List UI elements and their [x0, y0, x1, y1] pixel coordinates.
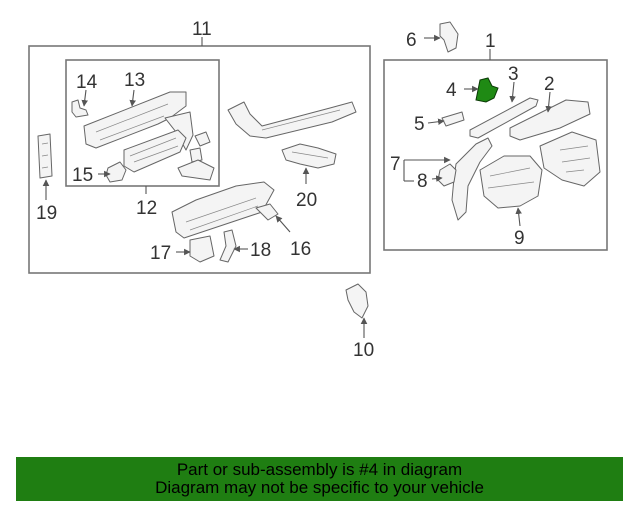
part-17-bracket[interactable] [189, 235, 215, 263]
callout-11: 11 [192, 19, 212, 40]
callout-18: 18 [250, 240, 271, 261]
group-box-12 [65, 59, 220, 187]
leader-lines [42, 34, 552, 338]
callout-16: 16 [290, 239, 311, 260]
callout-4: 4 [446, 80, 457, 101]
callout-6: 6 [406, 30, 417, 51]
part-16-side-member[interactable] [171, 181, 279, 239]
banner-line-2: Diagram may not be specific to your vehi… [155, 478, 484, 497]
callout-17: 17 [150, 243, 171, 264]
part-10-bracket[interactable] [345, 283, 369, 319]
callout-13: 13 [124, 70, 145, 91]
info-banner: Part or sub-assembly is #4 in diagram Di… [16, 457, 623, 501]
callout-7: 7 [390, 154, 401, 175]
part-3-brace[interactable] [469, 97, 539, 139]
part-2-apron[interactable] [509, 99, 601, 187]
part-7-reinforcement[interactable] [451, 137, 493, 221]
callout-1: 1 [485, 31, 496, 52]
callout-20: 20 [296, 190, 317, 211]
banner-line-1: Part or sub-assembly is #4 in diagram [176, 460, 463, 479]
part-19-pillar[interactable] [37, 133, 53, 179]
callout-8: 8 [417, 171, 428, 192]
part-6-bracket[interactable] [439, 21, 459, 53]
callout-12: 12 [136, 198, 157, 219]
part-13-rail[interactable] [83, 91, 194, 151]
callout-2: 2 [544, 74, 555, 95]
callout-19: 19 [36, 203, 57, 224]
part-11-upper-rail[interactable] [227, 101, 357, 139]
callout-3: 3 [508, 64, 519, 85]
group-box-11 [28, 45, 371, 274]
group-box-1 [383, 59, 608, 251]
callout-14: 14 [76, 72, 98, 93]
part-5-clip[interactable] [441, 111, 465, 127]
part-20-bracket[interactable] [281, 143, 337, 169]
part-15-clip[interactable] [105, 161, 127, 183]
part-14-bracket[interactable] [71, 99, 89, 118]
callout-9: 9 [514, 228, 525, 249]
part-8-plate[interactable] [437, 163, 457, 187]
part-9-wheelhouse[interactable] [479, 155, 543, 209]
callout-5: 5 [414, 114, 425, 135]
callout-10: 10 [353, 340, 374, 361]
part-12-lower-rail[interactable] [123, 129, 187, 173]
part-4-highlighted[interactable] [475, 77, 499, 103]
part-18-brace[interactable] [219, 229, 237, 263]
part-12-small-brackets[interactable] [177, 131, 215, 181]
callout-15: 15 [72, 165, 93, 186]
